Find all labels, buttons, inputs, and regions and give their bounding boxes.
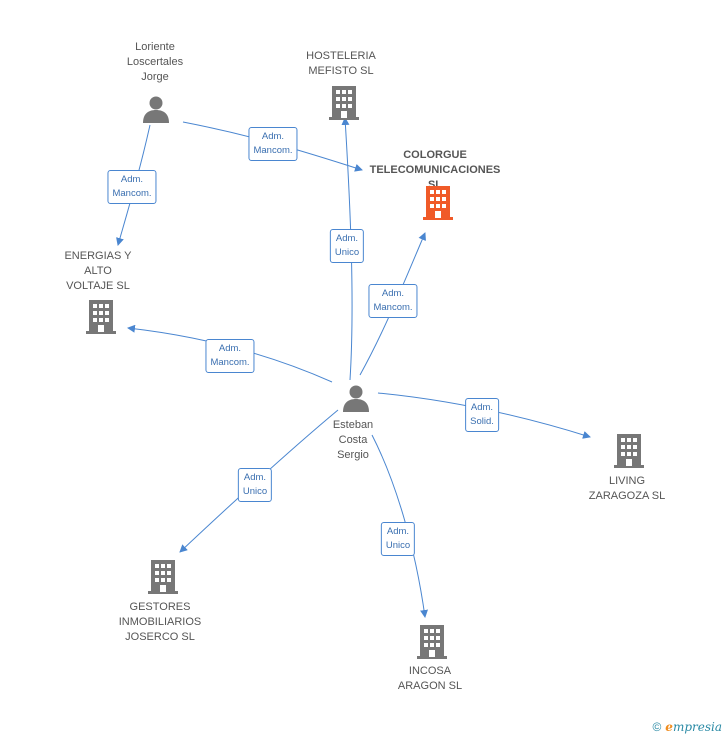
copyright-symbol: © bbox=[652, 720, 662, 734]
node-label-loriente: Loriente Loscertales Jorge bbox=[126, 41, 184, 83]
person-icon[interactable] bbox=[341, 383, 371, 413]
node-label-gestores: GESTORES INMOBILIARIOS JOSERCO SL bbox=[118, 601, 202, 643]
footer-brand[interactable]: ©empresia bbox=[652, 720, 722, 734]
building-highlight-icon[interactable] bbox=[423, 186, 453, 220]
edge-label-esteban-gestores[interactable]: Adm. Unico bbox=[237, 468, 273, 502]
building-icon[interactable] bbox=[86, 300, 116, 334]
node-label-incosa: INCOSA ARAGON SL bbox=[397, 665, 463, 692]
node-label-living: LIVING ZARAGOZA SL bbox=[588, 475, 666, 502]
building-icon[interactable] bbox=[614, 434, 644, 468]
node-label-energias: ENERGIAS Y ALTO VOLTAJE SL bbox=[64, 250, 132, 292]
edge-label-loriente-colorgue[interactable]: Adm. Mancom. bbox=[248, 127, 298, 161]
brand-logo: empresia bbox=[665, 720, 722, 734]
node-label-esteban: Esteban Costa Sergio bbox=[332, 419, 374, 461]
edge-label-esteban-hosteleria[interactable]: Adm. Unico bbox=[329, 229, 365, 263]
building-icon[interactable] bbox=[148, 560, 178, 594]
edge-label-esteban-incosa[interactable]: Adm. Unico bbox=[380, 522, 416, 556]
edge-label-loriente-energias[interactable]: Adm. Mancom. bbox=[107, 170, 157, 204]
edge-label-esteban-colorgue[interactable]: Adm. Mancom. bbox=[368, 284, 418, 318]
building-icon[interactable] bbox=[329, 86, 359, 120]
node-label-colorgue: COLORGUE TELECOMUNICACIONES SL bbox=[369, 149, 501, 191]
edge-label-esteban-living[interactable]: Adm. Solid. bbox=[465, 398, 499, 432]
building-icon[interactable] bbox=[417, 625, 447, 659]
node-label-hosteleria: HOSTELERIA MEFISTO SL bbox=[306, 50, 376, 77]
edge-esteban-incosa bbox=[371, 434, 428, 618]
edge-label-esteban-energias[interactable]: Adm. Mancom. bbox=[205, 339, 255, 373]
person-icon[interactable] bbox=[141, 94, 171, 124]
